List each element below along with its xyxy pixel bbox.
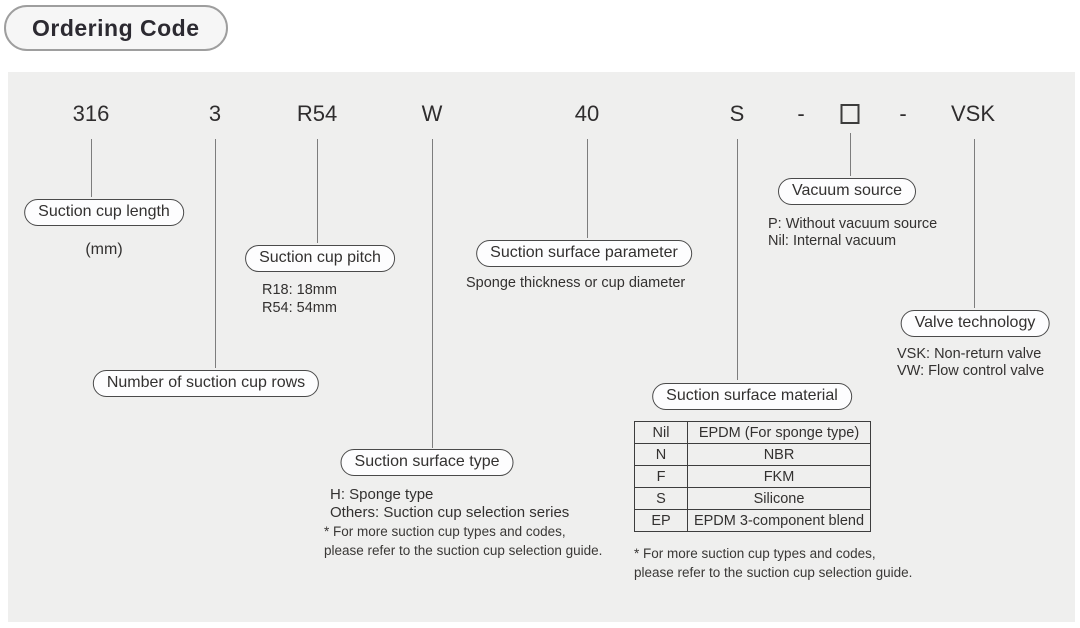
pitch-option-r18: R18: 18mm bbox=[262, 282, 337, 298]
connector-line-parameter bbox=[587, 139, 588, 238]
vacuum-source-options: P: Without vacuum source Nil: Internal v… bbox=[768, 216, 937, 250]
type-option-others: Others: Suction cup selection series bbox=[330, 504, 570, 521]
material-row-nil: Nil EPDM (For sponge type) bbox=[634, 421, 871, 444]
vacuum-option-nil: Nil: Internal vacuum bbox=[768, 233, 897, 249]
suction-surface-type-options: H: Sponge type Others: Suction cup selec… bbox=[330, 486, 569, 522]
code-segment-valve: VSK bbox=[950, 101, 996, 126]
valve-technology-options: VSK: Non-return valve VW: Flow control v… bbox=[897, 346, 1044, 380]
suction-surface-type-note: * For more suction cup types and codes, … bbox=[324, 523, 602, 560]
callout-suction-surface-parameter: Suction surface parameter bbox=[476, 240, 692, 267]
callout-suction-cup-length: Suction cup length bbox=[24, 199, 184, 226]
vacuum-option-p: P: Without vacuum source bbox=[768, 216, 938, 232]
type-option-h: H: Sponge type bbox=[330, 486, 434, 503]
code-segment-pitch: R54 bbox=[296, 101, 338, 126]
suction-surface-material-note: * For more suction cup types and codes, … bbox=[634, 545, 912, 582]
pitch-option-r54: R54: 54mm bbox=[262, 300, 337, 316]
material-code: Nil bbox=[634, 421, 688, 444]
suction-surface-material-table: Nil EPDM (For sponge type) N NBR F FKM S… bbox=[634, 421, 871, 532]
valve-option-vsk: VSK: Non-return valve bbox=[897, 346, 1042, 362]
callout-number-of-suction-cup-rows: Number of suction cup rows bbox=[92, 370, 320, 397]
code-separator-dash-2: - bbox=[899, 101, 907, 126]
suction-cup-length-unit: (mm) bbox=[85, 241, 123, 258]
material-name: FKM bbox=[687, 465, 871, 488]
type-note-line-1: * For more suction cup types and codes, bbox=[324, 524, 566, 539]
material-code: S bbox=[634, 487, 688, 510]
material-note-line-1: * For more suction cup types and codes, bbox=[634, 546, 876, 561]
material-name: EPDM 3-component blend bbox=[687, 509, 871, 532]
callout-valve-technology: Valve technology bbox=[900, 310, 1050, 337]
connector-line-length bbox=[91, 139, 92, 197]
material-name: NBR bbox=[687, 443, 871, 466]
page-title: Ordering Code bbox=[4, 5, 228, 51]
material-code: N bbox=[634, 443, 688, 466]
callout-suction-surface-type: Suction surface type bbox=[340, 449, 514, 476]
type-note-line-2: please refer to the suction cup selectio… bbox=[324, 542, 603, 558]
code-segment-type: W bbox=[421, 101, 443, 126]
callout-suction-surface-material: Suction surface material bbox=[652, 383, 852, 410]
suction-cup-pitch-values: R18: 18mm R54: 54mm bbox=[262, 281, 337, 317]
page-title-label: Ordering Code bbox=[32, 14, 200, 41]
material-name: EPDM (For sponge type) bbox=[687, 421, 871, 444]
connector-line-vacuum bbox=[850, 133, 851, 176]
connector-line-valve bbox=[974, 139, 975, 308]
code-separator-dash-1: - bbox=[797, 101, 805, 126]
callout-vacuum-source: Vacuum source bbox=[778, 178, 916, 205]
code-segment-rows: 3 bbox=[208, 101, 222, 126]
connector-line-material bbox=[737, 139, 738, 380]
code-segment-length: 316 bbox=[72, 101, 110, 126]
callout-suction-cup-pitch: Suction cup pitch bbox=[245, 245, 395, 272]
material-row-s: S Silicone bbox=[634, 487, 871, 510]
material-row-ep: EP EPDM 3-component blend bbox=[634, 509, 871, 532]
material-row-n: N NBR bbox=[634, 443, 871, 466]
connector-line-type bbox=[432, 139, 433, 448]
material-note-line-2: please refer to the suction cup selectio… bbox=[634, 564, 913, 580]
material-name: Silicone bbox=[687, 487, 871, 510]
material-code: EP bbox=[634, 509, 688, 532]
material-code: F bbox=[634, 465, 688, 488]
ordering-code-panel bbox=[8, 72, 1075, 622]
valve-option-vw: VW: Flow control valve bbox=[897, 363, 1045, 379]
connector-line-pitch bbox=[317, 139, 318, 243]
code-segment-parameter: 40 bbox=[574, 101, 600, 126]
material-row-f: F FKM bbox=[634, 465, 871, 488]
code-segment-material: S bbox=[729, 101, 745, 126]
suction-surface-parameter-desc: Sponge thickness or cup diameter bbox=[466, 275, 686, 291]
connector-line-rows bbox=[215, 139, 216, 368]
code-placeholder-box bbox=[840, 104, 860, 124]
